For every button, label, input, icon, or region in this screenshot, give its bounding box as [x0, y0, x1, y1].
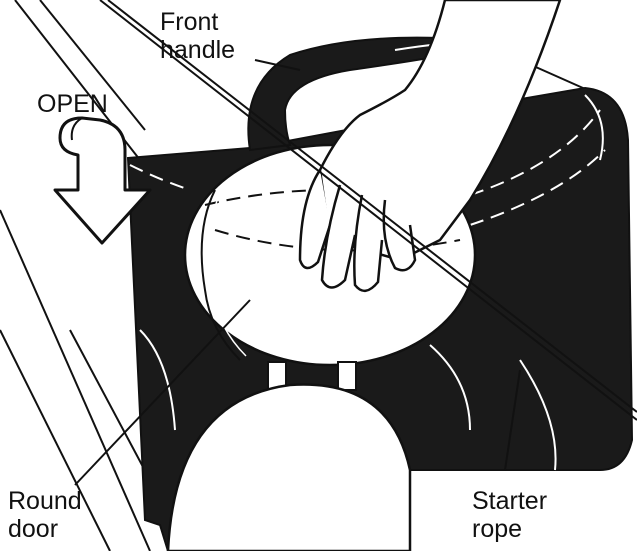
label-rope: rope [472, 515, 523, 543]
label-front: Front [160, 8, 219, 36]
label-front-handle: Front handle [160, 8, 235, 64]
label-round: Round [8, 487, 82, 515]
label-door: door [8, 515, 59, 543]
label-handle: handle [160, 36, 236, 64]
label-starter-rope: Starter rope [472, 487, 547, 543]
label-starter: Starter [472, 487, 548, 515]
hand [298, 0, 562, 292]
leader-lines [74, 59, 521, 486]
hinge-tab-right [337, 361, 357, 391]
chute-opening [166, 383, 412, 551]
starter-rope [99, 0, 637, 421]
label-open: OPEN [37, 90, 108, 118]
housing-contours [129, 94, 606, 471]
curved-down-arrow-icon [53, 116, 152, 245]
label-round-door: Round door [8, 487, 82, 543]
